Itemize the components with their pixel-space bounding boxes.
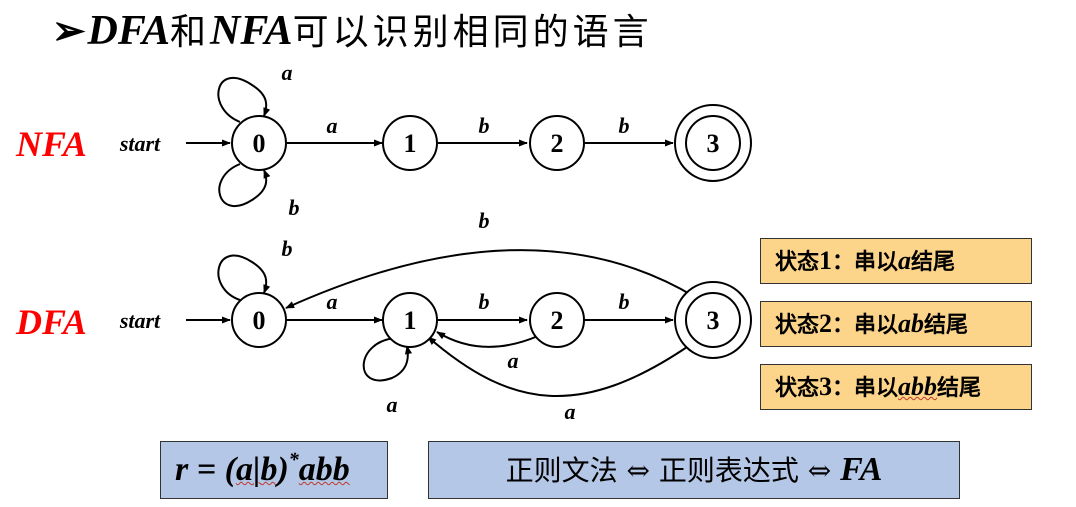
regex-eq: = ( <box>188 451 236 488</box>
nfa-state-1 <box>382 115 438 171</box>
note-1-mid: ：串以 <box>832 249 899 275</box>
note-3-value: abb <box>898 372 938 401</box>
note-2-num: 2 <box>819 309 833 338</box>
nfa-state-0-label: 0 <box>253 129 266 158</box>
dfa-loop-1-a-label: a <box>387 392 398 417</box>
dfa-edge-2-1-label: a <box>508 348 519 373</box>
note-2-suffix: 结尾 <box>924 312 969 338</box>
dfa-edge-2-1 <box>436 331 539 348</box>
nfa-start-label: start <box>119 131 161 156</box>
arrow-bullet-icon: ➢ <box>52 7 86 54</box>
title-dfa: DFA <box>87 8 171 54</box>
nfa-edge-0-1-label: a <box>327 113 338 138</box>
regex-close: ) <box>277 451 289 488</box>
note-2-prefix: 状态 <box>775 312 820 338</box>
title-nfa: NFA <box>210 8 293 54</box>
slide-title: ➢DFA和NFA可以识别相同的语言 <box>52 6 653 56</box>
nfa-edge-2-3-label: b <box>619 113 630 138</box>
note-2-value: ab <box>898 309 925 338</box>
dfa-start-label: start <box>119 308 161 333</box>
nfa-state-1-label: 1 <box>404 129 417 158</box>
nfa-edge-1-2-label: b <box>479 113 490 138</box>
nfa-state-3 <box>685 115 741 171</box>
nfa-state-3-label: 3 <box>707 129 720 158</box>
equivalence-box: 正则文法 ⇔ 正则表达式 ⇔ FA <box>428 441 960 499</box>
note-1-num: 1 <box>819 246 833 275</box>
equivalence-fa: FA <box>840 451 883 488</box>
state-note-3: 状态3：串以abb结尾 <box>760 364 1032 410</box>
dfa-state-3-label: 3 <box>707 306 720 335</box>
dfa-edge-1-2-label: b <box>479 289 490 314</box>
regex-bar: | <box>252 451 261 488</box>
note-1-prefix: 状态 <box>775 249 820 275</box>
nfa-loop-0-a-label: a <box>282 60 293 85</box>
nfa-state-2 <box>529 115 585 171</box>
note-2-mid: ：串以 <box>832 312 899 338</box>
title-and: 和 <box>170 12 211 53</box>
regex-a: a <box>235 451 253 488</box>
regex-b: b <box>260 451 278 488</box>
nfa-state-2-label: 2 <box>551 129 564 158</box>
dfa-edge-3-0 <box>285 249 696 309</box>
nfa-row-label: NFA <box>16 124 87 164</box>
dfa-edge-3-0-label: b <box>479 208 490 233</box>
regex-r: r <box>175 451 189 488</box>
nfa-state-0 <box>231 115 287 171</box>
note-3-mid: ：串以 <box>832 375 899 401</box>
dfa-state-1 <box>382 292 438 348</box>
dfa-edge-3-1-label: a <box>565 399 576 424</box>
dfa-loop-1-a <box>362 337 413 382</box>
note-1-value: a <box>898 246 912 275</box>
note-3-suffix: 结尾 <box>937 375 982 401</box>
regex-star: * <box>288 449 299 471</box>
dfa-row-label: DFA <box>16 302 87 342</box>
regex-box: r = (a|b)*abb <box>160 441 388 499</box>
dfa-loop-0-b <box>217 254 271 301</box>
regex-alternation: a|b <box>236 451 278 488</box>
note-3-num: 3 <box>819 372 833 401</box>
dfa-state-2-label: 2 <box>551 306 564 335</box>
dfa-state-3 <box>685 292 741 348</box>
nfa-loop-0-a <box>217 77 271 123</box>
note-3-prefix: 状态 <box>775 375 820 401</box>
title-rest: 可以识别相同的语言 <box>292 12 653 53</box>
nfa-loop-0-b <box>218 163 271 207</box>
dfa-state-2 <box>529 292 585 348</box>
equivalence-text: 正则文法 ⇔ 正则表达式 ⇔ <box>505 454 841 487</box>
state-note-1: 状态1：串以a结尾 <box>760 238 1032 284</box>
note-1-suffix: 结尾 <box>911 249 956 275</box>
dfa-edge-2-3-label: b <box>619 289 630 314</box>
dfa-state-0 <box>231 292 287 348</box>
dfa-edge-0-1-label: a <box>327 289 338 314</box>
nfa-loop-0-b-label: b <box>289 195 300 220</box>
dfa-state-0-label: 0 <box>253 306 266 335</box>
dfa-loop-0-b-label: b <box>282 236 293 261</box>
regex-tail: abb <box>298 451 350 488</box>
state-note-2: 状态2：串以ab结尾 <box>760 301 1032 347</box>
dfa-state-1-label: 1 <box>404 306 417 335</box>
dfa-edge-3-1 <box>427 336 691 397</box>
